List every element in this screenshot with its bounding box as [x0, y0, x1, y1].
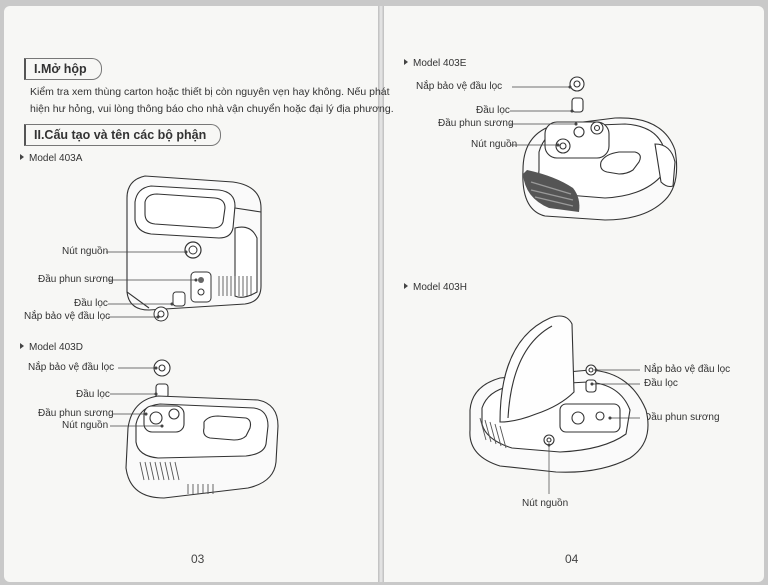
- label-403e-power: Nút nguồn: [471, 139, 518, 150]
- model-403h-illustration: [469, 315, 649, 473]
- bullet-triangle-icon: [404, 59, 408, 65]
- label-403d-filter: Đầu lọc: [76, 389, 110, 400]
- model-403h-name: Model 403H: [413, 282, 467, 293]
- label-403a-filter: Đầu lọc: [74, 298, 108, 309]
- model-403d-name: Model 403D: [29, 342, 83, 353]
- page-number-left: 03: [191, 552, 205, 566]
- model-403e-illustration: [522, 76, 678, 221]
- unboxing-paragraph: Kiểm tra xem thùng carton hoặc thiết bị …: [30, 84, 394, 118]
- label-403e-filter: Đầu lọc: [476, 105, 510, 116]
- label-403h-filter: Đầu lọc: [644, 378, 678, 389]
- bullet-triangle-icon: [20, 154, 24, 160]
- section-title-unboxing: I.Mở hộp: [24, 58, 102, 80]
- model-403a-name: Model 403A: [29, 153, 83, 164]
- label-403a-nozzle: Đầu phun sương: [38, 274, 114, 285]
- book-gutter: [378, 6, 384, 582]
- model-403e-heading: Model 403E: [404, 58, 466, 69]
- label-403a-power: Nút nguồn: [62, 246, 109, 257]
- label-403d-filter-cap: Nắp bảo vệ đầu lọc: [28, 362, 115, 373]
- model-403h-heading: Model 403H: [404, 282, 467, 293]
- page-number-right: 04: [565, 552, 579, 566]
- model-403a-illustration: [126, 175, 262, 322]
- label-403h-filter-cap: Nắp bảo vệ đầu lọc: [644, 364, 731, 375]
- label-403a-filter-cap: Nắp bảo vệ đầu lọc: [24, 311, 111, 322]
- label-403e-nozzle: Đầu phun sương: [438, 118, 514, 129]
- label-403h-nozzle: Đầu phun sương: [644, 412, 720, 423]
- label-403e-filter-cap: Nắp bảo vệ đầu lọc: [416, 81, 503, 92]
- unboxing-line-2: hiện hư hỏng, vui lòng thông báo cho nhà…: [30, 103, 394, 115]
- model-403d-heading: Model 403D: [20, 342, 83, 353]
- model-403a-heading: Model 403A: [20, 153, 82, 164]
- bullet-triangle-icon: [20, 343, 24, 349]
- label-403h-power: Nút nguồn: [522, 498, 569, 509]
- label-403d-power: Nút nguồn: [62, 420, 109, 431]
- bullet-triangle-icon: [404, 283, 408, 289]
- model-403e-name: Model 403E: [413, 58, 467, 69]
- unboxing-line-1: Kiểm tra xem thùng carton hoặc thiết bị …: [30, 86, 390, 98]
- section-title-structure: II.Cấu tạo và tên các bộ phận: [24, 124, 222, 146]
- model-403d-illustration: [125, 359, 279, 499]
- label-403d-nozzle: Đầu phun sương: [38, 408, 114, 419]
